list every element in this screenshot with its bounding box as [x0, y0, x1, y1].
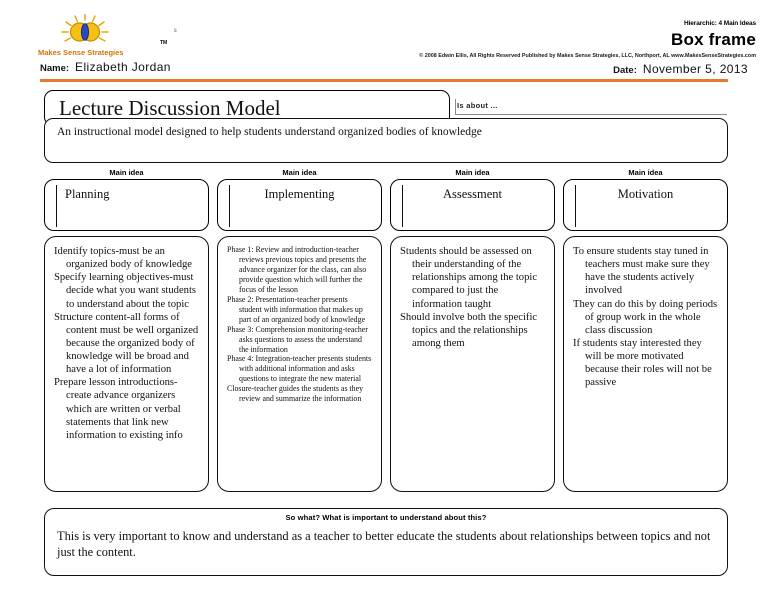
main-idea-heading-box[interactable]: Planning: [44, 179, 209, 231]
list-item: Phase 1: Review and introduction-teacher…: [227, 245, 367, 294]
main-idea-heading: Motivation: [617, 187, 674, 201]
heading-tick-icon: [229, 185, 231, 227]
list-item: They can do this by doing periods of gro…: [573, 298, 718, 336]
header-divider: [40, 79, 728, 82]
column-caption: Main idea: [109, 168, 144, 177]
heading-tick-icon: [402, 185, 404, 227]
is-about-box[interactable]: An instructional model designed to help …: [44, 118, 728, 163]
detail-list: Phase 1: Review and introduction-teacher…: [227, 245, 372, 404]
list-item: Should involve both the specific topics …: [400, 311, 538, 349]
so-what-title: So what? What is important to understand…: [285, 513, 487, 522]
name-field[interactable]: Name: Elizabeth Jordan: [40, 60, 171, 74]
detail-list: Students should be assessed on their und…: [400, 245, 545, 350]
main-idea-heading-box[interactable]: Implementing: [217, 179, 382, 231]
list-item: To ensure students stay tuned in teacher…: [573, 246, 710, 297]
detail-list: To ensure students stay tuned in teacher…: [573, 245, 718, 389]
is-about-text: An instructional model designed to help …: [57, 126, 482, 138]
main-idea-column-planning: Main idea Planning Identify topics-must …: [44, 168, 209, 498]
date-field[interactable]: Date: November 5, 2013: [613, 60, 748, 78]
worksheet-header: Makes Sense Strategies TM s Hierarchic: …: [0, 0, 768, 82]
list-item: Identify topics-must be an organized bod…: [54, 246, 193, 271]
sun-eye-logo-icon: [56, 13, 114, 50]
main-idea-heading: Implementing: [264, 187, 335, 201]
main-idea-heading-box[interactable]: Motivation: [563, 179, 728, 231]
trademark-mark: TM: [160, 40, 168, 46]
list-item: If students stay interested they will be…: [573, 337, 712, 389]
list-item: Students should be assessed on their und…: [400, 246, 538, 310]
is-about-rule: [455, 114, 727, 115]
date-value: November 5, 2013: [642, 62, 748, 76]
column-caption: Main idea: [628, 168, 663, 177]
heading-tick-icon: [56, 185, 58, 227]
is-about-label: Is about ...: [457, 101, 498, 110]
topic-title: Lecture Discussion Model: [59, 95, 281, 120]
so-what-text: This is very important to know and under…: [57, 529, 711, 560]
date-label: Date:: [613, 65, 637, 76]
hierarchy-label: Hierarchic: 4 Main Ideas: [683, 20, 756, 27]
main-idea-columns: Main idea Planning Identify topics-must …: [44, 168, 728, 498]
main-idea-column-implementing: Main idea Implementing Phase 1: Review a…: [217, 168, 382, 498]
frame-title: Box frame: [671, 30, 756, 49]
main-idea-column-assessment: Main idea Assessment Students should be …: [390, 168, 555, 498]
logo-superscript: s: [174, 26, 177, 34]
list-item: Closure-teacher guides the students as t…: [227, 384, 364, 404]
column-caption: Main idea: [282, 168, 317, 177]
list-item: Prepare lesson introductions-create adva…: [54, 377, 183, 441]
copyright-notice: © 2008 Edwin Ellis, All Rights Reserved …: [419, 53, 756, 59]
main-idea-heading: Assessment: [442, 187, 503, 201]
list-item: Phase 3: Comprehension monitoring-teache…: [227, 324, 368, 354]
main-idea-heading-box[interactable]: Assessment: [390, 179, 555, 231]
list-item: Structure content-all forms of content m…: [54, 311, 199, 376]
is-about-tick: [455, 99, 456, 114]
so-what-box[interactable]: So what? What is important to understand…: [44, 508, 728, 576]
name-label: Name:: [40, 63, 70, 74]
list-item: Phase 4: Integration-teacher presents st…: [227, 354, 372, 384]
column-caption: Main idea: [455, 168, 490, 177]
detail-list: Identify topics-must be an organized bod…: [54, 245, 199, 442]
heading-tick-icon: [575, 185, 577, 227]
main-idea-column-motivation: Main idea Motivation To ensure students …: [563, 168, 728, 498]
name-value: Elizabeth Jordan: [75, 60, 171, 74]
list-item: Specify learning objectives-must decide …: [54, 272, 197, 310]
main-idea-details-box[interactable]: Students should be assessed on their und…: [390, 236, 555, 492]
main-idea-heading: Planning: [65, 187, 110, 201]
main-idea-details-box[interactable]: Identify topics-must be an organized bod…: [44, 236, 209, 492]
list-item: Phase 2: Presentation-teacher presents s…: [227, 294, 366, 324]
logo-caption: Makes Sense Strategies: [38, 48, 124, 57]
main-idea-details-box[interactable]: Phase 1: Review and introduction-teacher…: [217, 236, 382, 492]
main-idea-details-box[interactable]: To ensure students stay tuned in teacher…: [563, 236, 728, 492]
makes-sense-strategies-logo: Makes Sense Strategies TM: [38, 13, 168, 66]
